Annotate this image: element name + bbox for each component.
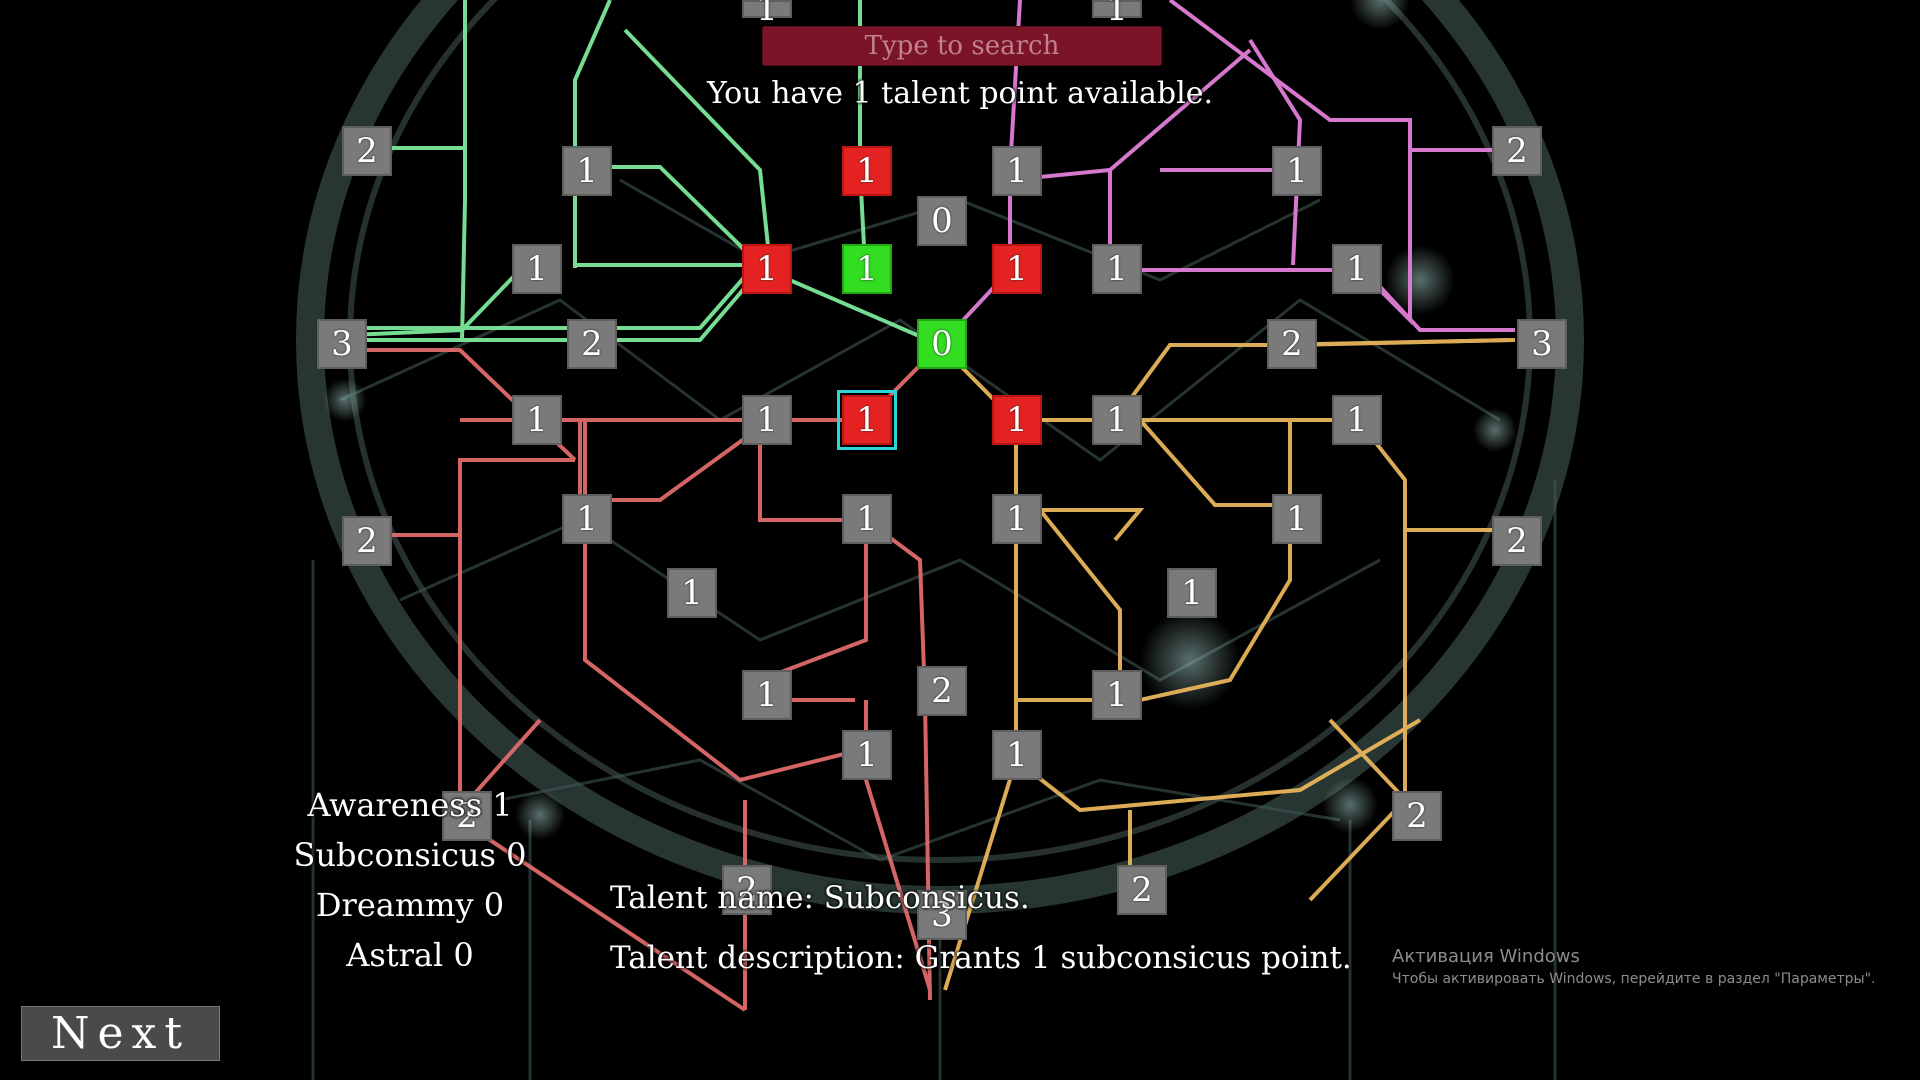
- talent-node[interactable]: 0: [917, 196, 967, 246]
- talent-node[interactable]: 2: [342, 126, 392, 176]
- talent-node[interactable]: 1: [842, 244, 892, 294]
- talent-node[interactable]: 1: [842, 494, 892, 544]
- next-button[interactable]: Next: [21, 1006, 220, 1061]
- talent-node[interactable]: 3: [317, 319, 367, 369]
- dreamy-stat: Dreammy 0: [315, 886, 505, 924]
- talent-node[interactable]: 1: [842, 730, 892, 780]
- talent-node[interactable]: 2: [1492, 516, 1542, 566]
- talent-node[interactable]: 2: [917, 666, 967, 716]
- talent-node[interactable]: 1: [742, 395, 792, 445]
- talent-node[interactable]: 1: [1092, 670, 1142, 720]
- talent-node[interactable]: 1: [992, 395, 1042, 445]
- talent-points-banner: You have 1 talent point available.: [706, 76, 1214, 111]
- talent-node[interactable]: 1: [1167, 568, 1217, 618]
- talent-node[interactable]: 1: [992, 494, 1042, 544]
- talent-node[interactable]: 1: [992, 244, 1042, 294]
- stats-panel: Awareness 1 Subconsicus 0 Dreammy 0 Astr…: [290, 780, 530, 980]
- talent-node[interactable]: 2: [567, 319, 617, 369]
- talent-node[interactable]: 1: [742, 670, 792, 720]
- talent-node[interactable]: 0: [917, 319, 967, 369]
- talent-node[interactable]: 1: [1092, 244, 1142, 294]
- talent-node[interactable]: 2: [342, 516, 392, 566]
- talent-node[interactable]: 1: [1272, 146, 1322, 196]
- talent-node[interactable]: 1: [742, 0, 792, 29]
- watermark-title: Активация Windows: [1392, 946, 1580, 967]
- talent-node[interactable]: 1: [667, 568, 717, 618]
- talent-node[interactable]: 1: [562, 494, 612, 544]
- windows-activation-watermark: Активация Windows Чтобы активировать Win…: [1392, 946, 1875, 987]
- talent-node[interactable]: 2: [442, 791, 492, 841]
- talent-node[interactable]: 1: [512, 395, 562, 445]
- talent-name: Talent name: Subconsicus.: [610, 880, 1030, 916]
- watermark-subtitle: Чтобы активировать Windows, перейдите в …: [1392, 971, 1876, 987]
- talent-node[interactable]: 2: [1392, 791, 1442, 841]
- talent-node[interactable]: 1: [837, 390, 897, 450]
- talent-node[interactable]: 1: [1332, 244, 1382, 294]
- talent-node[interactable]: 1: [992, 730, 1042, 780]
- talent-node[interactable]: 1: [842, 146, 892, 196]
- talent-node[interactable]: 2: [1267, 319, 1317, 369]
- talent-node[interactable]: 1: [1092, 395, 1142, 445]
- talent-node[interactable]: 2: [1117, 865, 1167, 915]
- talent-node[interactable]: 1: [1092, 0, 1142, 29]
- astral-stat: Astral 0: [346, 936, 474, 974]
- talent-node[interactable]: 1: [562, 146, 612, 196]
- talent-node[interactable]: 2: [722, 865, 772, 915]
- talent-node[interactable]: 1: [1272, 494, 1322, 544]
- talent-node[interactable]: 3: [1517, 319, 1567, 369]
- talent-description: Talent description: Grants 1 subconsicus…: [610, 940, 1352, 976]
- talent-node[interactable]: 3: [917, 890, 967, 940]
- talent-node[interactable]: 1: [512, 244, 562, 294]
- talent-node[interactable]: 1: [1332, 395, 1382, 445]
- talent-node[interactable]: 1: [742, 244, 792, 294]
- talent-node[interactable]: 1: [992, 146, 1042, 196]
- subconscious-stat: Subconsicus 0: [293, 836, 527, 874]
- search-input[interactable]: [762, 26, 1162, 66]
- awareness-stat: Awareness 1: [307, 786, 513, 824]
- talent-node[interactable]: 2: [1492, 126, 1542, 176]
